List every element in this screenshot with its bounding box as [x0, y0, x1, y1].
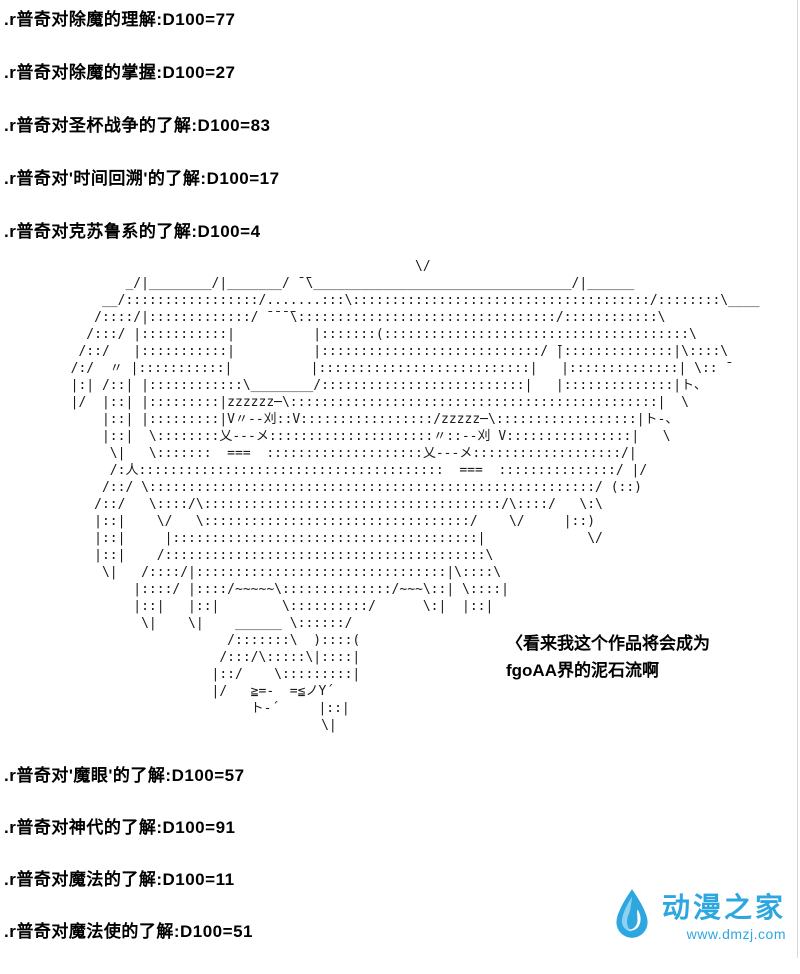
dice-roll-line: .r普奇对魔法使的了解:D100=51 — [4, 922, 253, 941]
speech-line-1: 〈看来我这个作品将会成为 — [506, 634, 710, 653]
speech-line-2: fgoAA界的泥石流啊 — [506, 661, 659, 680]
speech-text: 〈看来我这个作品将会成为 fgoAA界的泥石流啊 — [506, 630, 710, 684]
dice-roll-line: .r普奇对'魔眼'的了解:D100=57 — [4, 766, 245, 785]
dice-roll-line: .r普奇对克苏鲁系的了解:D100=4 — [4, 222, 261, 241]
dice-roll-line: .r普奇对神代的了解:D100=91 — [4, 818, 236, 837]
right-edge-line — [797, 0, 798, 958]
site-name: 动漫之家 — [661, 891, 786, 923]
dice-roll-block-bottom: .r普奇对'魔眼'的了解:D100=57 .r普奇对神代的了解:D100=91 … — [4, 766, 253, 974]
dice-roll-line: .r普奇对魔法的了解:D100=11 — [4, 870, 235, 889]
dice-roll-line: .r普奇对圣杯战争的了解:D100=83 — [4, 116, 271, 135]
watermark-text: 动漫之家 www.dmzj.com — [662, 892, 786, 942]
dice-roll-line: .r普奇对除魔的理解:D100=77 — [4, 10, 236, 29]
dice-roll-line: .r普奇对'时间回溯'的了解:D100=17 — [4, 169, 280, 188]
dmzj-logo-icon — [610, 887, 654, 946]
dice-roll-line: .r普奇对除魔的掌握:D100=27 — [4, 63, 236, 82]
dice-roll-block-top: .r普奇对除魔的理解:D100=77 .r普奇对除魔的掌握:D100=27 .r… — [4, 10, 280, 275]
site-url: www.dmzj.com — [686, 925, 786, 942]
site-watermark: 动漫之家 www.dmzj.com — [610, 887, 786, 946]
ascii-art: \/ _/|________/|_______/ ̄ ̄\___________… — [70, 259, 760, 733]
